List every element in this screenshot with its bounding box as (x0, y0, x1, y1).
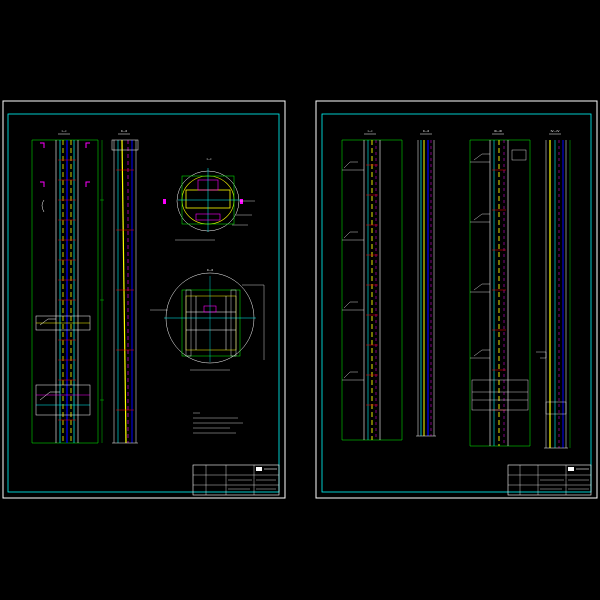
section-label: I—I (62, 129, 67, 133)
sheet-left: I—I (2, 100, 286, 499)
sheet-right: I—I (315, 100, 598, 499)
sheet-right-outer-border (315, 100, 598, 499)
section-label: III—III (494, 129, 502, 133)
platform-mid (35, 315, 91, 416)
section-label: II—II (423, 129, 430, 133)
sheet-left-outer-border (2, 100, 286, 499)
elevation-column-2: II—II (111, 129, 139, 444)
elevation-column-a: I—I (341, 129, 403, 441)
section-label: IV—IV (551, 129, 561, 133)
elevation-column-1: I—I (31, 129, 104, 444)
sheet-left-inner-border (7, 113, 280, 493)
title-block-right (507, 464, 592, 496)
elevation-column-b: II—II (416, 129, 436, 437)
notes-block (193, 412, 243, 434)
dimension-line (100, 140, 104, 443)
plan-view-1: I—I (163, 157, 255, 241)
plan-label: I—I (207, 157, 212, 161)
rebar-ties (58, 159, 76, 421)
elevation-column-c: III—III (469, 129, 531, 447)
sheet-right-inner-border (321, 113, 592, 493)
plan-view-2: II—II (150, 268, 265, 371)
plan-label: II—II (207, 268, 214, 272)
section-label: II—II (121, 129, 128, 133)
title-block-left (192, 464, 280, 496)
elevation-column-d: IV—IV (536, 129, 571, 449)
section-label: I—I (368, 129, 373, 133)
section-markers (40, 142, 90, 187)
